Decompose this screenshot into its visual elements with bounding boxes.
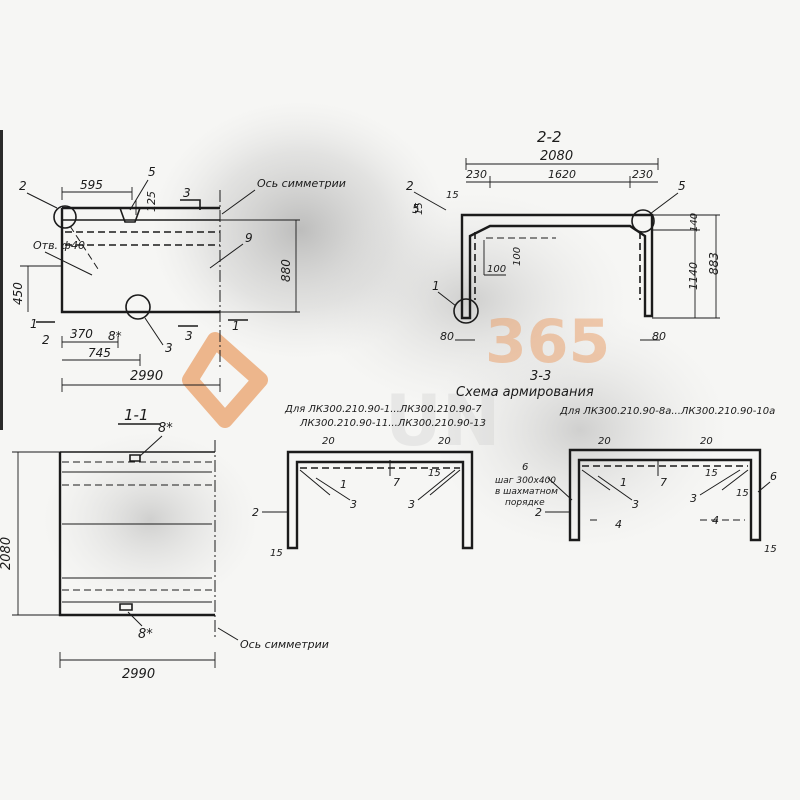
section-mark-3b: 3 (185, 329, 193, 343)
reinforcement-scheme: 3-3 Схема армирования Для ЛК300.210.90-1… (252, 369, 777, 559)
dim-140: 140 (689, 213, 700, 232)
left-label-3b: 3 (408, 498, 415, 511)
note-step: шаг 300х400 (495, 476, 556, 486)
right-caption: Для ЛК300.210.90-8а...ЛК300.210.90-10а (559, 406, 775, 417)
section11-axis-label: Ось симметрии (240, 638, 329, 651)
dim-2080: 2080 (540, 149, 573, 164)
right-label-4a: 4 (615, 518, 622, 531)
callout-2: 2 (19, 179, 27, 193)
section11-callout-8a: 8* (158, 421, 173, 436)
dim-230-right: 230 (632, 168, 653, 181)
left-label-20b: 20 (438, 436, 451, 447)
left-label-3a: 3 (350, 498, 357, 511)
dim-745: 745 (88, 346, 111, 360)
section-11-title: 1-1 (124, 406, 149, 424)
dim-15-top: 15 (446, 190, 459, 201)
note-stagger-1: в шахматном (495, 487, 558, 497)
callout-9: 9 (245, 231, 253, 245)
svg-text:UN: UN (385, 380, 500, 462)
section22-callout-5b: 5 (678, 179, 686, 193)
right-label-20b: 20 (700, 436, 713, 447)
left-caption-1: Для ЛК300.210.90-1...ЛК300.210.90-7 (284, 404, 482, 415)
dim-80-right: 80 (652, 330, 666, 343)
dim-15-side: 15 (414, 202, 425, 215)
left-label-1: 1 (340, 478, 347, 491)
plan-view: 595 125 880 450 370 745 2990 Отв. ф40 Ос… (11, 165, 346, 392)
section-33-title: 3-3 (530, 369, 551, 384)
right-label-3a: 3 (632, 498, 639, 511)
dim-450: 450 (11, 282, 25, 305)
scheme-title: Схема армирования (456, 385, 594, 400)
section22-callout-2: 2 (406, 179, 414, 193)
dim-125: 125 (145, 191, 158, 212)
dim-80-left: 80 (440, 330, 454, 343)
note-stagger-2: порядке (505, 498, 545, 508)
right-label-1: 1 (620, 476, 627, 489)
hole-label: Отв. ф40 (33, 239, 85, 252)
dim-595: 595 (80, 178, 103, 192)
dim-883: 883 (707, 252, 721, 275)
dim-370: 370 (70, 327, 93, 341)
scan-smudges (0, 100, 730, 610)
dim-2990: 2990 (130, 369, 163, 384)
dim-1620: 1620 (548, 168, 576, 181)
right-label-15c: 15 (764, 544, 777, 555)
watermark-text: 365 (485, 307, 610, 377)
section22-callout-1: 1 (432, 279, 440, 293)
section-2-2: 2-2 2080 230 1620 230 140 1140 883 100 1… (406, 128, 721, 343)
dim-100-b: 100 (512, 247, 523, 266)
section-1-1: 1-1 2080 2990 8* 8* Ось симметрии (0, 406, 329, 682)
right-label-3b: 3 (690, 492, 697, 505)
dim-2990-bottom: 2990 (122, 667, 155, 682)
note-6: 6 (522, 462, 528, 473)
dim-230-left: 230 (466, 168, 487, 181)
right-label-4b: 4 (712, 514, 719, 527)
section11-callout-8b: 8* (138, 627, 153, 642)
section-mark-1b: 1 (232, 319, 240, 333)
dim-880: 880 (279, 259, 293, 282)
right-label-15b: 15 (736, 488, 749, 499)
axis-label: Ось симметрии (257, 177, 346, 190)
left-caption-2: ЛК300.210.90-11...ЛК300.210.90-13 (299, 418, 486, 429)
right-label-20a: 20 (598, 436, 611, 447)
dim-100-a: 100 (487, 264, 506, 275)
left-label-20a: 20 (322, 436, 335, 447)
dim-1140: 1140 (687, 262, 700, 290)
left-label-15a: 15 (428, 468, 441, 479)
left-label-15b: 15 (270, 548, 283, 559)
right-label-2: 2 (535, 506, 542, 519)
section-22-title: 2-2 (537, 128, 562, 146)
right-label-7: 7 (660, 476, 667, 489)
section-mark-2: 2 (42, 333, 50, 347)
callout-8: 8* (108, 329, 122, 343)
watermark: 365 UN (182, 307, 610, 462)
section-mark-1a: 1 (30, 317, 38, 331)
section22-callout-5a: 5 (412, 202, 420, 216)
right-label-15a: 15 (705, 468, 718, 479)
section-mark-3a: 3 (183, 186, 191, 200)
callout-3: 3 (165, 341, 173, 355)
left-label-7: 7 (393, 476, 400, 489)
callout-5: 5 (148, 165, 156, 179)
right-label-6: 6 (770, 470, 777, 483)
left-label-2: 2 (252, 506, 259, 519)
dim-2080-side: 2080 (0, 537, 14, 570)
